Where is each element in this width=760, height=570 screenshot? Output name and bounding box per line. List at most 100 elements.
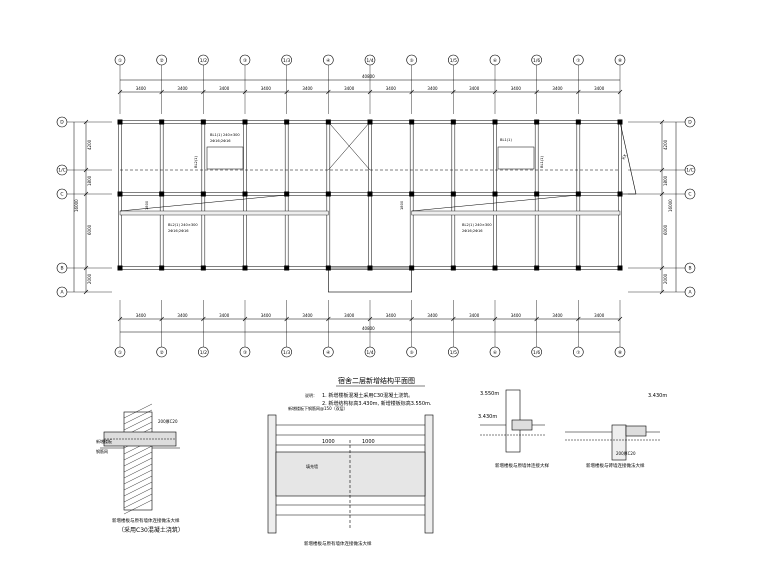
column [159,265,165,271]
col-span-dim-top: 3400 [136,86,147,91]
sloped-line [411,194,579,212]
detail4-label: 200厚C20 [616,451,636,456]
bottom-total-dim: 40800 [362,326,375,331]
column [409,119,415,125]
wall-hatch [123,487,153,503]
wall-hatch [123,445,153,461]
col-span-dim-top: 3400 [469,86,480,91]
detail1-label3: 钢筋网 [96,448,108,454]
col-axis-label-bottom: 1/6 [533,350,540,356]
column [367,191,373,197]
notes-header: 说明： [305,392,317,398]
column [575,191,581,197]
notes-line2: 2. 新增结构标高3.430m, 新增楼板标高3.550m. [322,400,432,407]
col-axis-label-bottom: ① [118,350,122,356]
col-span-dim-bottom: 3400 [386,313,397,318]
row-axis-label-left: C [60,192,63,198]
right-row-dim: 4200 [663,139,668,150]
col-span-dim-top: 3400 [344,86,355,91]
beam-label: BL2(1) 240×300 [462,223,492,227]
row-axis-label-left: A [60,290,64,296]
left-row-dim: 6000 [87,224,92,235]
detail-wall-joint-3 [480,389,545,453]
column [159,191,165,197]
row-axis-label-left: D [60,120,64,126]
column [409,191,415,197]
col-span-dim-bottom: 3400 [469,313,480,318]
col-span-dim-top: 3400 [386,86,397,91]
dim-tick [409,316,414,322]
beam-label: BL1(1) [500,138,512,142]
col-axis-label-bottom: ④ [326,350,330,356]
detail-wall-joint-4 [565,424,660,461]
stair-detail-box [206,146,244,170]
dim-tick [534,89,539,95]
row-axis-label-left: 1/C [58,168,66,174]
beam-label: 2Φ16;2Φ16 [210,139,231,143]
detail-wall-joint-2 [267,414,434,534]
plan-title: 宿舍二层新增结构平面图 [338,376,415,385]
row-axis-label-right: A [688,290,692,296]
detail1-label2: 新增楼板 [96,438,112,444]
side-label: BL2(1) [194,156,198,168]
dim-tick [367,89,373,95]
column [450,119,456,125]
column [200,265,206,271]
side-label: BL1(1) [540,156,544,168]
sloped-line [119,194,287,212]
left-row-dim: 2000 [87,273,92,284]
col-span-dim-top: 3400 [177,86,188,91]
col-span-dim-bottom: 3400 [219,313,230,318]
column [534,265,540,271]
wall-hatch [123,481,153,497]
column [242,119,248,125]
row-axis-label-left: B [60,266,63,272]
col-axis-label-top: 1/6 [533,58,540,64]
col-axis-label-top: ④ [326,58,330,64]
dim-tick [284,89,289,95]
dim-tick [451,89,456,95]
detail2-caption: 新增楼板与原有墙体连接做法大样 [304,540,372,547]
new-slab-strip [411,210,621,216]
dim-tick [492,316,498,322]
wall-hatch [123,493,153,509]
left-row-dim: 4200 [87,139,92,150]
col-axis-label-bottom: ③ [243,350,247,356]
column [450,265,456,271]
column [492,119,498,125]
wall-hatch [123,415,153,431]
floor-plan: 4080040800①①34003400②②340034001/21/23400… [56,54,696,358]
beam-label: BL1(1) 240×300 [210,133,240,137]
dim-tick [576,316,581,322]
col-span-dim-bottom: 3400 [427,313,438,318]
col-span-dim-bottom: 3400 [261,313,272,318]
dim-tick [492,89,498,95]
column [575,265,581,271]
wall-hatch [123,499,153,515]
col-span-dim-bottom: 3400 [511,313,522,318]
column [117,265,123,271]
col-axis-label-top: 1/4 [366,58,373,64]
detail1-caption: 新增楼板与原有墙体连接做法大样 [112,517,180,524]
stair-bay [328,267,412,293]
column [159,119,165,125]
stair-cross [328,121,371,171]
dim-tick [534,316,539,322]
column [242,265,248,271]
right-total-dim: 16000 [668,199,673,212]
wall-hatch [123,463,153,479]
dim-tick [242,316,248,322]
dim-tick [201,316,206,322]
detail-wall-joint-1 [100,403,180,515]
col-axis-label-bottom: ② [160,350,164,356]
detail3-caption: 新增楼板与原墙体连接大样 [495,462,549,469]
notes-line1: 1. 新增楼板混凝土采用C30混凝土浇筑。 [322,392,413,399]
row-axis-label-right: D [688,120,692,126]
col-axis-label-top: ③ [243,58,247,64]
detail1-label1: 200厚C20 [158,419,178,424]
col-axis-label-top: 1/5 [450,58,457,64]
dim-tick [284,316,289,322]
column [534,191,540,197]
beam-label: BL2(1) 240×300 [168,223,198,227]
right-row-dim: 6000 [663,224,668,235]
